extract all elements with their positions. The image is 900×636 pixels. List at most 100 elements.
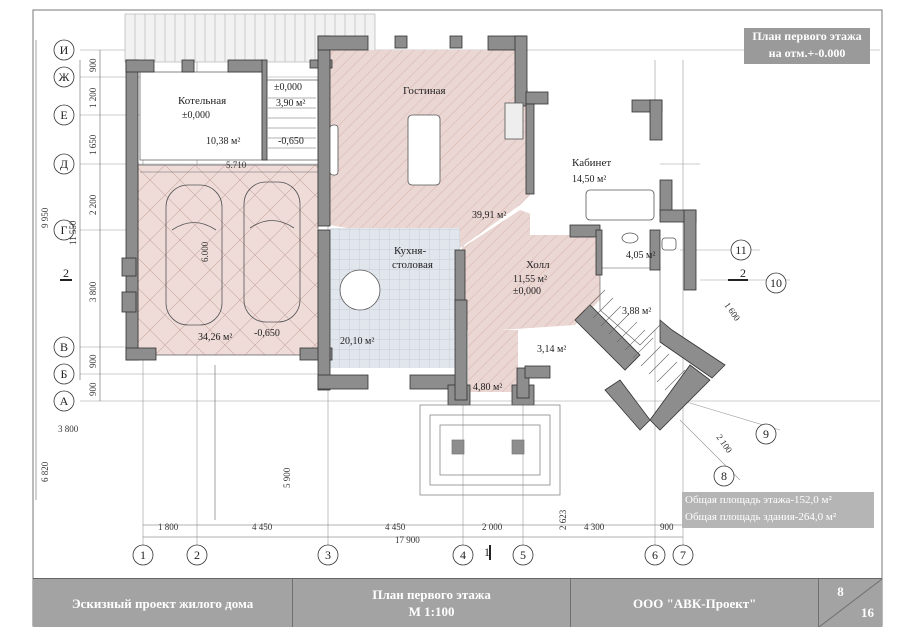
svg-text:4 300: 4 300 <box>584 522 605 532</box>
svg-text:Г: Г <box>61 223 68 237</box>
room-name-study: Кабинет <box>572 157 611 169</box>
floor-area-total: Общая площадь этажа-152,0 м² <box>685 494 832 506</box>
car-2 <box>243 181 301 323</box>
svg-text:6.000: 6.000 <box>200 241 210 262</box>
col-axis-labels: 1 2 3 4 5 6 7 <box>140 548 686 562</box>
room-area-kitchen: 20,10 м² <box>340 336 374 347</box>
plan-header: План первого этажа на отм.+-0.000 <box>744 28 870 64</box>
svg-text:7: 7 <box>680 548 686 562</box>
room-area-corridor: 3,14 м² <box>537 344 566 355</box>
row-axis-markers <box>53 39 75 412</box>
sheet-title-line1: План первого этажа <box>372 587 491 602</box>
svg-text:9: 9 <box>763 427 769 441</box>
svg-text:900: 900 <box>660 522 674 532</box>
room-area-vestibule: 4,80 м² <box>473 382 502 393</box>
room-area-boiler: 10,38 м² <box>206 136 240 147</box>
sheet-scale: М 1:100 <box>408 604 455 619</box>
svg-text:1 600: 1 600 <box>722 300 742 323</box>
room-name-kitchen-1: Кухня- <box>394 245 426 257</box>
svg-text:1: 1 <box>484 545 490 559</box>
svg-text:4 450: 4 450 <box>385 522 406 532</box>
room-area-living: 39,91 м² <box>472 210 506 221</box>
room-labels: Котельная ±0,000 10,38 м² ±0,000 3,90 м²… <box>178 82 655 393</box>
room-name-living: Гостиная <box>403 85 446 97</box>
walls <box>121 35 726 431</box>
section-marks: 2 2 1 <box>60 266 748 560</box>
dimension-lines <box>35 40 683 538</box>
svg-text:1: 1 <box>140 548 146 562</box>
building-area-total: Общая площадь здания-264,0 м² <box>685 511 837 523</box>
svg-text:А: А <box>60 394 69 408</box>
dining-table <box>339 269 381 311</box>
svg-text:Ж: Ж <box>59 70 70 84</box>
svg-text:Д: Д <box>60 157 68 171</box>
svg-text:В: В <box>60 340 68 354</box>
svg-text:900: 900 <box>88 354 98 368</box>
svg-text:3 800: 3 800 <box>58 424 79 434</box>
col-axis-markers <box>132 544 694 566</box>
svg-text:4 450: 4 450 <box>252 522 273 532</box>
svg-text:4: 4 <box>460 548 466 562</box>
svg-text:2: 2 <box>194 548 200 562</box>
room-area-hall: 11,55 м² <box>513 274 547 285</box>
car-1 <box>165 184 223 326</box>
room-name-boiler: Котельная <box>178 95 226 107</box>
svg-text:И: И <box>60 43 69 57</box>
sheet-divider <box>819 579 883 627</box>
svg-text:1 800: 1 800 <box>158 522 179 532</box>
room-level-garage: -0,650 <box>254 328 280 339</box>
svg-text:2 200: 2 200 <box>88 194 98 215</box>
svg-text:11 550: 11 550 <box>68 220 78 245</box>
svg-text:2: 2 <box>740 266 746 280</box>
stair-level-bottom: -0,650 <box>278 136 304 147</box>
svg-text:900: 900 <box>88 382 98 396</box>
svg-text:8: 8 <box>721 469 727 483</box>
svg-text:10: 10 <box>770 276 782 290</box>
svg-text:11: 11 <box>735 243 747 257</box>
study-sofa <box>585 189 655 221</box>
plan-header-line1: План первого этажа <box>752 29 862 43</box>
svg-text:2 000: 2 000 <box>482 522 503 532</box>
plan-header-line2: на отм.+-0.000 <box>768 46 846 60</box>
svg-text:2 623: 2 623 <box>558 509 568 530</box>
svg-text:2 100: 2 100 <box>714 432 734 455</box>
title-block: Эскизный проект жилого дома План первого… <box>33 578 883 627</box>
area-totals: Общая площадь этажа-152,0 м² Общая площа… <box>682 492 874 528</box>
room-level-hall: ±0,000 <box>513 286 541 297</box>
svg-text:900: 900 <box>88 58 98 72</box>
sheet-number-cell: 8 16 <box>819 579 883 627</box>
row-axis-labels: И Ж Е Д Г В Б А <box>59 43 70 408</box>
svg-text:1 650: 1 650 <box>88 134 98 155</box>
svg-text:9 950: 9 950 <box>40 207 50 228</box>
room-level-boiler: ±0,000 <box>182 110 210 121</box>
svg-text:1 200: 1 200 <box>88 87 98 108</box>
project-name: Эскизный проект жилого дома <box>33 579 294 627</box>
sofa <box>407 114 441 186</box>
stair-level-top: ±0,000 <box>274 82 302 93</box>
sheet-count: 16 <box>861 605 874 620</box>
room-name-kitchen-2: столовая <box>392 259 433 271</box>
sheet-number: 8 <box>837 584 844 599</box>
svg-text:Б: Б <box>61 367 68 381</box>
room-area-garage: 34,26 м² <box>198 332 232 343</box>
room-area-wc: 4,05 м² <box>626 250 655 261</box>
room-area-study: 14,50 м² <box>572 174 606 185</box>
svg-text:Е: Е <box>60 108 67 122</box>
svg-text:3: 3 <box>325 548 331 562</box>
furniture <box>165 102 677 326</box>
sheet-title: План первого этажа М 1:100 <box>293 579 572 627</box>
svg-text:5: 5 <box>520 548 526 562</box>
svg-text:5.710: 5.710 <box>226 160 247 170</box>
stair-area: 3,90 м² <box>276 98 305 109</box>
company-name: ООО "АВК-Проект" <box>571 579 820 627</box>
porch <box>419 404 561 496</box>
svg-text:6: 6 <box>652 548 658 562</box>
svg-text:5 900: 5 900 <box>282 467 292 488</box>
svg-text:3 800: 3 800 <box>88 281 98 302</box>
diag-axis-labels: 11 10 9 8 <box>721 243 782 483</box>
svg-text:17 900: 17 900 <box>395 535 420 545</box>
diag-axis-markers <box>713 239 787 487</box>
room-name-hall: Холл <box>526 259 550 271</box>
svg-text:2: 2 <box>63 266 69 280</box>
